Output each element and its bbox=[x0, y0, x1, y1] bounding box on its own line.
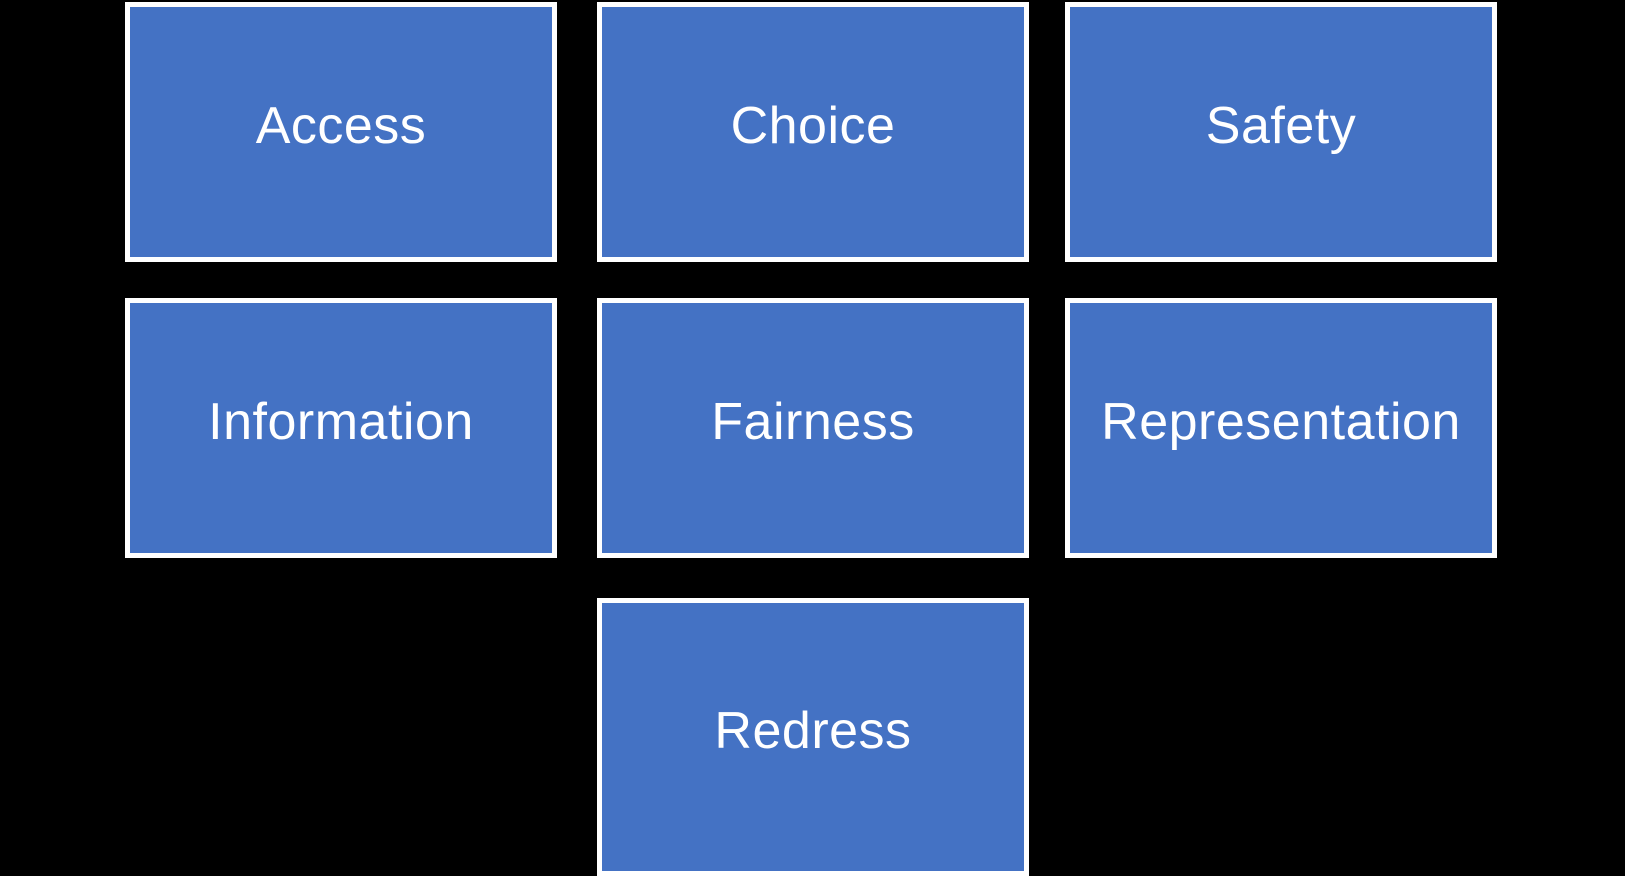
box-representation: Representation bbox=[1065, 298, 1497, 558]
box-fairness: Fairness bbox=[597, 298, 1029, 558]
box-access-label: Access bbox=[255, 97, 427, 155]
box-access: Access bbox=[125, 2, 557, 262]
box-fairness-label: Fairness bbox=[711, 393, 915, 451]
box-redress-label: Redress bbox=[714, 702, 912, 760]
box-choice: Choice bbox=[597, 2, 1029, 262]
box-redress: Redress bbox=[597, 598, 1029, 876]
box-information-label: Information bbox=[208, 393, 474, 451]
box-information: Information bbox=[125, 298, 557, 558]
box-safety-label: Safety bbox=[1205, 97, 1357, 155]
box-representation-label: Representation bbox=[1101, 393, 1461, 451]
box-choice-label: Choice bbox=[730, 97, 896, 155]
box-safety: Safety bbox=[1065, 2, 1497, 262]
